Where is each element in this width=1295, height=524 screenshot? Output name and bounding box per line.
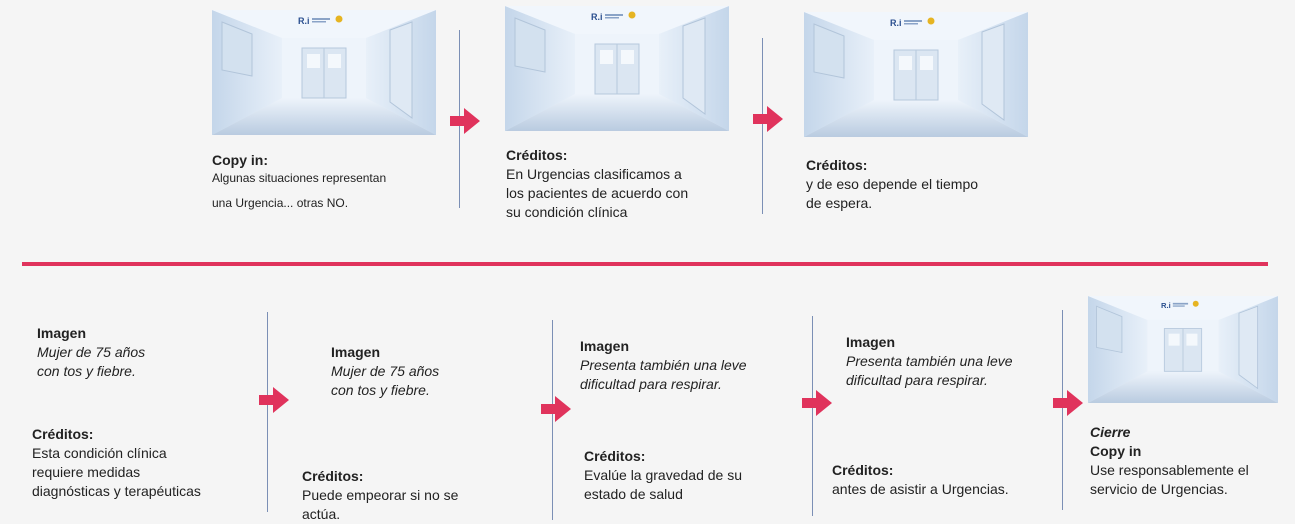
credits-line: diagnósticas y terapéuticas [32,483,201,499]
bottom-step-2-credits: Créditos: Puede empeorar si no se actúa. [302,467,542,524]
top-step-2-text: Créditos: En Urgencias clasificamos a lo… [506,146,746,222]
step-divider [1062,310,1063,510]
step-heading: Copy in: [212,152,268,168]
image-line: Mujer de 75 años [37,344,146,360]
next-arrow-icon [1053,390,1083,416]
step-line: y de eso depende el tiempo [806,176,979,192]
step-line: una Urgencia... otras NO. [212,196,349,210]
image-line: Mujer de 75 años [331,363,440,379]
credits-line: antes de asistir a Urgencias. [832,481,1009,497]
bottom-step-5-closing: Cierre Copy in Use responsablemente el s… [1090,423,1280,499]
step-divider [812,316,813,516]
hallway-image-4 [1088,296,1278,403]
bottom-step-1-image: Imagen Mujer de 75 años con tos y fiebre… [37,324,257,381]
top-step-3-text: Créditos: y de eso depende el tiempo de … [806,156,1046,213]
hallway-illustration [505,6,729,131]
next-arrow-icon [753,106,783,132]
credits-line: actúa. [302,506,341,522]
copy-line: servicio de Urgencias. [1090,481,1228,497]
step-divider [552,320,553,520]
hallway-illustration [1088,296,1278,403]
step-line: los pacientes de acuerdo con [506,185,689,201]
bottom-step-4-credits: Créditos: antes de asistir a Urgencias. [832,461,1057,499]
top-step-1-text: Copy in: Algunas situaciones representan… [212,151,452,212]
image-line: Presenta también una leve [580,357,747,373]
image-heading: Imagen [580,338,630,354]
credits-heading: Créditos: [832,462,894,478]
credits-heading: Créditos: [302,468,364,484]
credits-line: estado de salud [584,486,683,502]
step-line: Algunas situaciones representan [212,171,387,185]
next-arrow-icon [541,396,571,422]
credits-line: Evalúe la gravedad de su [584,467,742,483]
closing-label: Cierre [1090,424,1131,440]
credits-line: Esta condición clínica [32,445,167,461]
credits-heading: Créditos: [32,426,94,442]
image-line: Presenta también una leve [846,353,1013,369]
image-heading: Imagen [846,334,896,350]
hallway-image-1 [212,10,436,135]
image-line: con tos y fiebre. [37,363,136,379]
hallway-image-2 [505,6,729,131]
copy-heading: Copy in [1090,443,1142,459]
next-arrow-icon [259,387,289,413]
hallway-image-3 [804,12,1028,137]
step-line: de espera. [806,195,873,211]
bottom-step-1-credits: Créditos: Esta condición clínica requier… [32,425,262,501]
image-line: dificultad para respirar. [846,372,988,388]
step-heading: Créditos: [806,157,868,173]
credits-line: requiere medidas [32,464,141,480]
credits-heading: Créditos: [584,448,646,464]
image-line: dificultad para respirar. [580,376,722,392]
hallway-illustration [804,12,1028,137]
step-divider [762,38,763,214]
bottom-step-3-image: Imagen Presenta también una leve dificul… [580,337,805,394]
image-line: con tos y fiebre. [331,382,430,398]
step-line: su condición clínica [506,204,628,220]
bottom-step-3-credits: Créditos: Evalúe la gravedad de su estad… [584,447,804,504]
step-divider [267,312,268,512]
image-heading: Imagen [37,325,87,341]
credits-line: Puede empeorar si no se [302,487,459,503]
next-arrow-icon [802,390,832,416]
hallway-illustration [212,10,436,135]
next-arrow-icon [450,108,480,134]
bottom-step-2-image: Imagen Mujer de 75 años con tos y fiebre… [331,343,541,400]
copy-line: Use responsablemente el [1090,462,1249,478]
step-line: En Urgencias clasificamos a [506,166,682,182]
bottom-step-4-image: Imagen Presenta también una leve dificul… [846,333,1056,390]
section-divider [22,262,1268,266]
step-heading: Créditos: [506,147,568,163]
image-heading: Imagen [331,344,381,360]
